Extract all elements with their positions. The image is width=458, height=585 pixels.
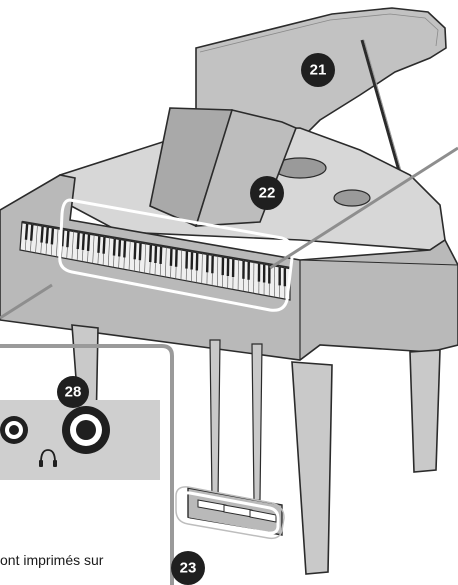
headphone-jack-standard xyxy=(62,406,110,454)
black-key xyxy=(161,247,162,264)
black-key xyxy=(98,236,99,252)
black-key xyxy=(171,249,172,266)
callout-badge-23: 23 xyxy=(171,551,205,585)
callout-number-21: 21 xyxy=(310,62,327,79)
black-key xyxy=(114,239,115,256)
callout-number-22: 22 xyxy=(259,185,276,202)
black-key xyxy=(83,234,84,250)
black-key xyxy=(78,233,79,249)
callout-badge-21: 21 xyxy=(301,53,335,87)
black-key xyxy=(47,227,48,243)
black-key xyxy=(150,245,151,262)
black-key xyxy=(155,246,156,263)
callout-badge-22: 22 xyxy=(250,176,284,210)
caption-text: ont imprimés sur xyxy=(0,552,103,568)
black-key xyxy=(135,242,136,259)
black-key xyxy=(119,240,120,257)
black-key xyxy=(52,228,53,244)
black-key xyxy=(88,235,89,251)
headphone-jack-mini xyxy=(0,416,28,444)
black-key xyxy=(124,241,125,258)
black-key xyxy=(42,227,43,243)
callout-badge-28: 28 xyxy=(57,376,89,408)
black-key xyxy=(26,224,27,240)
black-key xyxy=(140,243,141,260)
black-key xyxy=(67,231,68,247)
callout-number-28: 28 xyxy=(65,384,82,401)
callout-number-23: 23 xyxy=(180,560,197,577)
black-key xyxy=(176,250,177,267)
black-key xyxy=(31,225,32,241)
black-key xyxy=(104,237,105,254)
